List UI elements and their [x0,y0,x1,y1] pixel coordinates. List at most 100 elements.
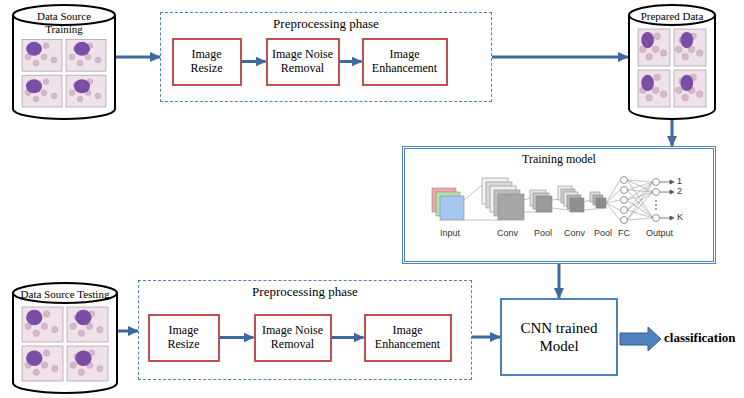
image-tile [66,75,106,107]
cell-nucleus [641,32,654,48]
drawing-part [621,207,628,214]
flow-arrow [340,60,362,63]
image-tile [67,307,108,342]
cell-dot [43,79,49,85]
cell-dot [69,54,75,60]
drawing-part [440,196,464,220]
image-tile [674,70,706,107]
drawing-part [621,187,628,194]
cell-nucleus [26,79,42,93]
cell-image [674,70,706,107]
layer-label: Pool [594,229,612,239]
drawing-part [660,218,670,219]
node-label: Data Source Training [12,4,116,35]
cell-nucleus [26,42,42,56]
cell-dot [654,33,661,40]
flow-arrow [492,56,628,59]
cell-dot [654,74,661,81]
cell-dot [682,94,689,101]
layer-label: Pool [534,229,552,239]
drawing-part [570,198,584,212]
cylinder-body [13,5,115,119]
node-label: Preprocessing phase [161,13,491,32]
drawing-part [606,190,620,203]
cell-dot [52,366,58,372]
node-label: CNN trained Model [510,319,608,355]
cell-image [66,39,106,71]
drawing-part [464,180,653,220]
drawing-part [660,180,674,220]
cell-dot [660,50,667,57]
flow-arrow [118,330,138,333]
cell-dot [95,93,101,99]
cell-dot [33,60,39,66]
cell-dot [41,90,47,96]
drawing-part [670,190,674,194]
drawing-part [627,192,653,220]
cell-dot [652,87,659,94]
flow-arrow [116,56,160,59]
drawing-part [655,204,657,206]
drawing-part [627,218,653,220]
process-box: Image Noise Removal [266,38,340,86]
cell-image [22,39,62,71]
cell-dot [646,53,653,60]
drawing-part [660,182,670,183]
process-box: Image Noise Removal [254,314,332,362]
cell-nucleus [75,351,91,366]
flow-arrow [472,336,500,339]
cell-dot [78,369,84,375]
cell-dot [52,327,58,333]
image-tile [22,75,62,107]
drawing-part [621,197,628,204]
cell-dot [660,91,667,98]
node-label: Image Enhancement [370,324,446,352]
cell-dot [652,46,659,53]
drawing-part [627,182,653,220]
result-label: classification [664,331,736,345]
layer-label: K [677,213,683,223]
cell-image [22,307,63,342]
flow-arrow [671,120,674,146]
cell-nucleus [680,32,693,48]
drawing-part [498,194,524,220]
layer-label: Input [440,229,460,239]
flow-arrow [242,60,266,63]
cell-nucleus [26,310,42,325]
node-label: Training model [405,149,713,167]
layer-label: 1 [677,177,682,187]
cell-dot [33,369,39,375]
drawing-part [655,200,657,202]
cnn-illustration [432,177,674,224]
cell-dot [97,366,103,372]
cell-dot [69,90,75,96]
output-arrow [620,327,661,351]
cell-dot [41,362,47,368]
drawing-part [464,220,502,221]
cell-image [22,346,63,381]
image-tile [66,39,106,71]
cell-nucleus [75,310,91,325]
cell-dot [646,94,653,101]
process-box: Image Resize [148,314,220,362]
model-box: CNN trained Model [500,298,618,376]
data-cylinder: Data Source Training [12,4,116,120]
drawing-part [584,208,606,210]
node-label: Image Noise Removal [272,48,334,76]
cell-dot [41,54,47,60]
cell-dot [33,330,39,336]
drawing-part [606,200,620,203]
cell-nucleus [74,79,90,93]
node-label: Data Source Testing [12,282,118,301]
drawing-part [660,192,670,193]
image-tile [67,346,108,381]
cell-nucleus [26,351,42,366]
node-label: Preprocessing phase [139,281,471,300]
drawing-part [621,177,660,224]
drawing-part [627,180,653,218]
cell-dot [43,350,49,356]
cell-image [66,75,106,107]
cell-nucleus [680,75,693,91]
cell-nucleus [641,75,654,91]
